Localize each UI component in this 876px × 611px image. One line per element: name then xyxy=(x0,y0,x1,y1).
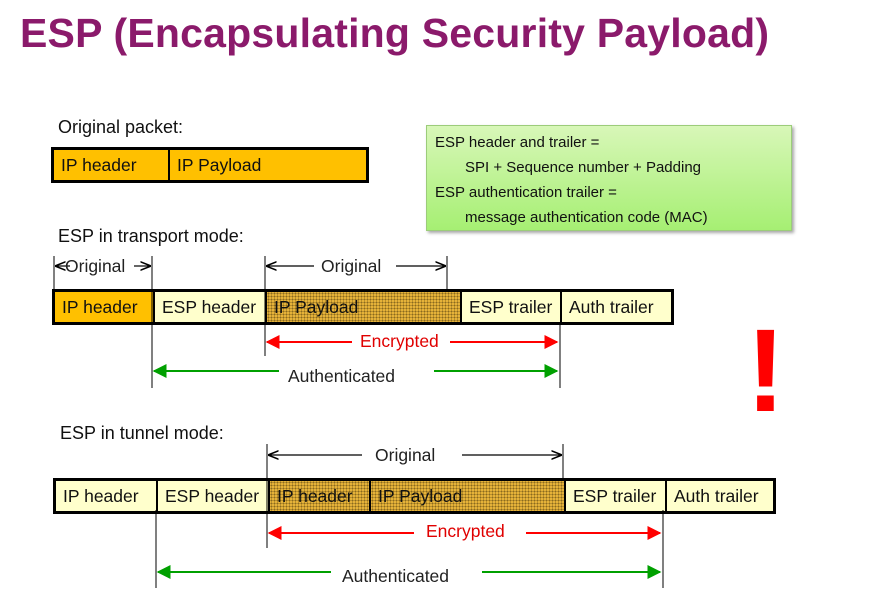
info-line-1: ESP header and trailer = xyxy=(435,134,600,151)
tunnel-encrypted-label: Encrypted xyxy=(426,521,505,541)
original-packet-row: IP header IP Payload xyxy=(51,147,369,183)
tunnel-outer-ip-header-cell: IP header xyxy=(56,481,158,511)
transport-original-long-label: Original xyxy=(321,256,382,276)
transport-original-short-label: Original xyxy=(65,256,126,276)
tunnel-packet-row: IP header ESP header IP header IP Payloa… xyxy=(53,478,776,514)
transport-esp-trailer-cell: ESP trailer xyxy=(462,292,562,322)
tunnel-mode-label: ESP in tunnel mode: xyxy=(60,423,224,443)
transport-packet-row: IP header ESP header IP Payload ESP trai… xyxy=(52,289,674,325)
transport-ip-payload-cell: IP Payload xyxy=(267,292,462,322)
esp-definition-box: ESP header and trailer = SPI + Sequence … xyxy=(426,125,792,231)
transport-encrypted-label: Encrypted xyxy=(360,331,439,351)
transport-auth-trailer-cell: Auth trailer xyxy=(562,292,671,322)
transport-esp-header-cell: ESP header xyxy=(155,292,267,322)
original-ip-header-cell: IP header xyxy=(54,150,170,180)
info-line-3: ESP authentication trailer = xyxy=(435,184,617,201)
original-packet-label: Original packet: xyxy=(58,117,184,137)
tunnel-esp-trailer-cell: ESP trailer xyxy=(566,481,667,511)
page-title: ESP (Encapsulating Security Payload) xyxy=(20,10,770,56)
tunnel-inner-ip-header-cell: IP header xyxy=(270,481,371,511)
tunnel-auth-trailer-cell: Auth trailer xyxy=(667,481,773,511)
tunnel-esp-header-cell: ESP header xyxy=(158,481,270,511)
tunnel-authenticated-label: Authenticated xyxy=(342,566,450,586)
exclamation-mark: ! xyxy=(746,305,786,437)
info-line-2: SPI + Sequence number + Padding xyxy=(465,159,702,176)
tunnel-ip-payload-cell: IP Payload xyxy=(371,481,566,511)
tunnel-original-label: Original xyxy=(375,445,436,465)
transport-ip-header-cell: IP header xyxy=(55,292,155,322)
transport-authenticated-label: Authenticated xyxy=(288,366,396,386)
transport-mode-label: ESP in transport mode: xyxy=(58,226,244,246)
info-line-4: message authentication code (MAC) xyxy=(465,209,708,226)
original-ip-payload-cell: IP Payload xyxy=(170,150,366,180)
